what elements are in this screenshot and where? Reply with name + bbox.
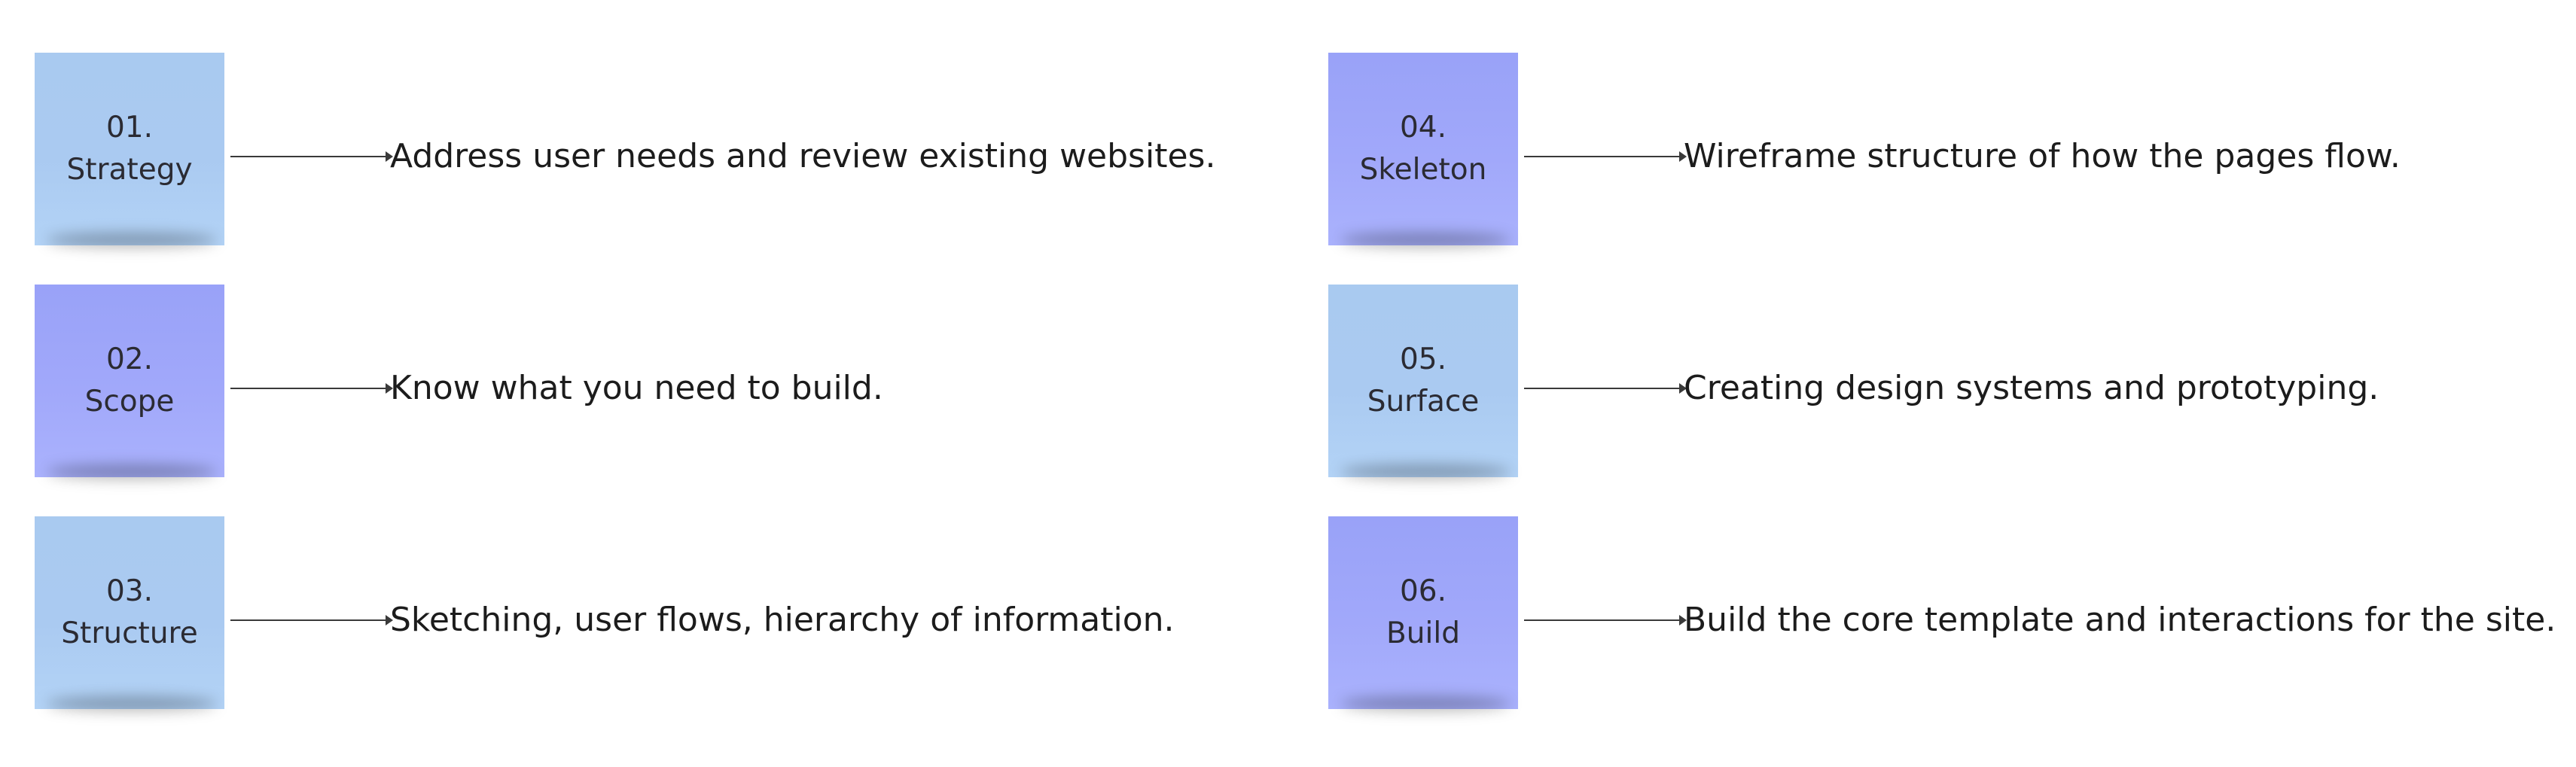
step-title: Surface xyxy=(1367,385,1480,419)
step-number: 01. xyxy=(105,111,154,145)
arrowhead-icon xyxy=(386,383,393,394)
step-description: Build the core template and interactions… xyxy=(1684,601,2556,639)
step-number: 06. xyxy=(1399,574,1447,608)
sticky-note-structure[interactable]: 03. Structure xyxy=(35,516,224,709)
step-description: Address user needs and review existing w… xyxy=(390,137,1216,175)
step-number: 04. xyxy=(1399,111,1447,145)
step-title: Structure xyxy=(61,616,198,650)
connector-arrow xyxy=(1524,615,1687,625)
step-description: Know what you need to build. xyxy=(390,369,883,407)
arrowhead-icon xyxy=(1679,151,1687,162)
step-title: Scope xyxy=(84,385,175,419)
step-description: Sketching, user flows, hierarchy of info… xyxy=(390,601,1175,639)
connector-arrow xyxy=(230,615,393,625)
arrowhead-icon xyxy=(1679,615,1687,625)
sticky-note-scope[interactable]: 02. Scope xyxy=(35,285,224,477)
arrowhead-icon xyxy=(1679,383,1687,394)
step-title: Build xyxy=(1386,616,1460,650)
connector-arrow xyxy=(230,151,393,162)
step-number: 03. xyxy=(105,574,154,608)
connector-arrow xyxy=(1524,383,1687,394)
sticky-note-build[interactable]: 06. Build xyxy=(1328,516,1518,709)
step-title: Strategy xyxy=(66,153,193,187)
connector-arrow xyxy=(230,383,393,394)
connector-arrow xyxy=(1524,151,1687,162)
arrowhead-icon xyxy=(386,151,393,162)
step-number: 05. xyxy=(1399,342,1447,376)
step-description: Wireframe structure of how the pages flo… xyxy=(1684,137,2401,175)
sticky-note-strategy[interactable]: 01. Strategy xyxy=(35,53,224,245)
step-number: 02. xyxy=(105,342,154,376)
sticky-note-skeleton[interactable]: 04. Skeleton xyxy=(1328,53,1518,245)
sticky-note-surface[interactable]: 05. Surface xyxy=(1328,285,1518,477)
step-title: Skeleton xyxy=(1359,153,1487,187)
step-description: Creating design systems and prototyping. xyxy=(1684,369,2379,407)
arrowhead-icon xyxy=(386,615,393,625)
